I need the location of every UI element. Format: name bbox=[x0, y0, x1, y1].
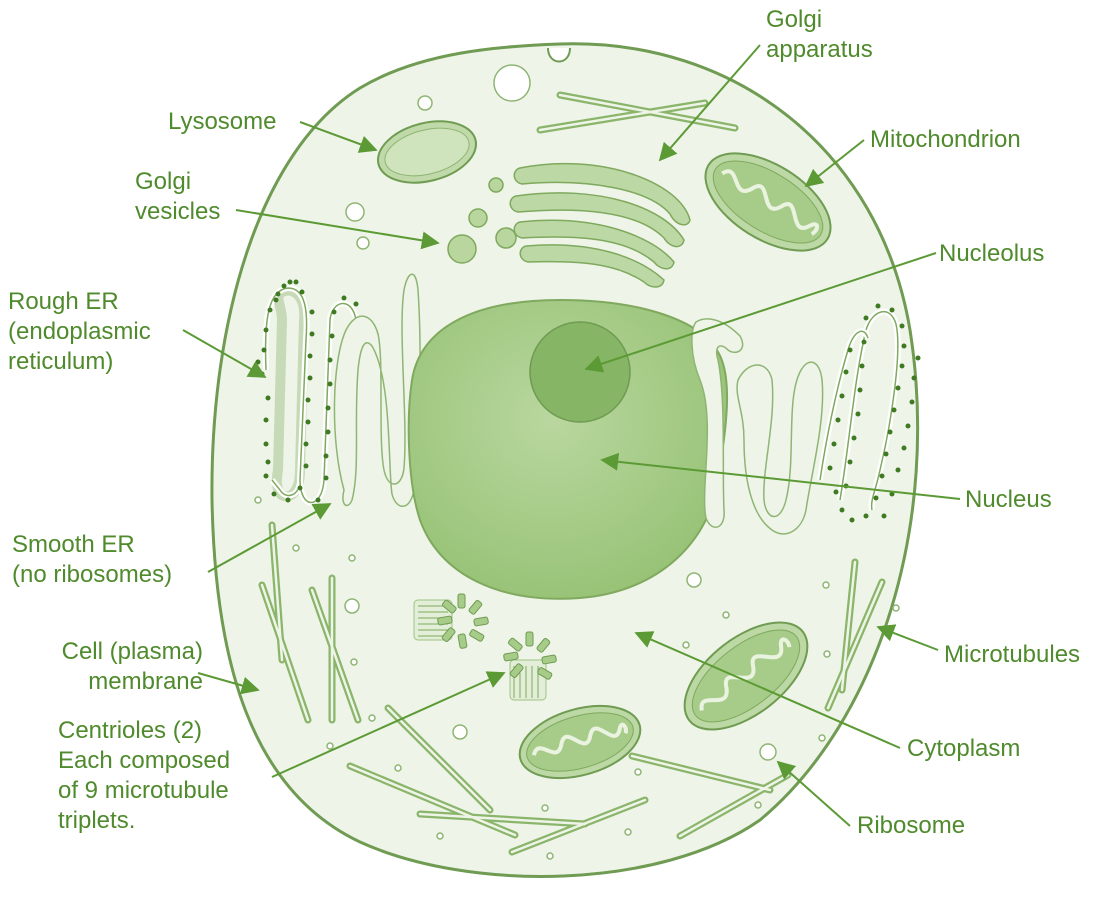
mitochondrion-bottom bbox=[518, 704, 642, 780]
centriole-lower bbox=[503, 631, 557, 701]
leader-golgi-vesicles bbox=[235, 209, 440, 250]
mitochondrion-right bbox=[683, 621, 809, 731]
leader-smooth-er bbox=[207, 503, 332, 573]
nucleolus bbox=[529, 321, 631, 423]
label-smooth-er: Smooth ER(no ribosomes) bbox=[12, 531, 173, 588]
microtubules bbox=[258, 91, 886, 856]
leader-centrioles bbox=[271, 671, 506, 778]
leader-cytoplasm bbox=[634, 631, 901, 749]
label-ribosome: Ribosome bbox=[857, 812, 966, 839]
leader-microtubules bbox=[876, 624, 939, 651]
membrane-notch bbox=[547, 47, 571, 63]
label-lysosome: Lysosome bbox=[168, 108, 277, 135]
rough-er-left bbox=[255, 279, 363, 506]
rough-er-right bbox=[817, 303, 921, 523]
leader-cell-membrane bbox=[197, 672, 260, 695]
label-mitochondrion: Mitochondrion bbox=[870, 126, 1021, 153]
leader-rough-er bbox=[182, 329, 267, 378]
leader-nucleus bbox=[600, 452, 961, 500]
label-cell-membrane: Cell (plasma)membrane bbox=[61, 638, 203, 695]
leader-lysosome bbox=[299, 121, 378, 153]
leader-lines bbox=[182, 44, 961, 827]
label-microtubules: Microtubules bbox=[944, 641, 1081, 668]
golgi-apparatus bbox=[509, 162, 691, 288]
label-cytoplasm: Cytoplasm bbox=[907, 735, 1021, 762]
centrioles bbox=[413, 593, 557, 701]
label-nucleolus: Nucleolus bbox=[939, 240, 1045, 267]
leader-nucleolus bbox=[584, 252, 937, 373]
golgi-vesicles bbox=[447, 177, 517, 264]
mitochondrion-top bbox=[704, 152, 832, 252]
centriole-upper bbox=[413, 593, 489, 649]
smooth-er-left bbox=[333, 273, 421, 507]
small-vesicles bbox=[254, 64, 900, 860]
leader-golgi-apparatus bbox=[658, 44, 761, 162]
label-nucleus: Nucleus bbox=[965, 486, 1052, 513]
leader-ribosome bbox=[776, 760, 851, 827]
leader-mitochondrion bbox=[804, 139, 865, 188]
